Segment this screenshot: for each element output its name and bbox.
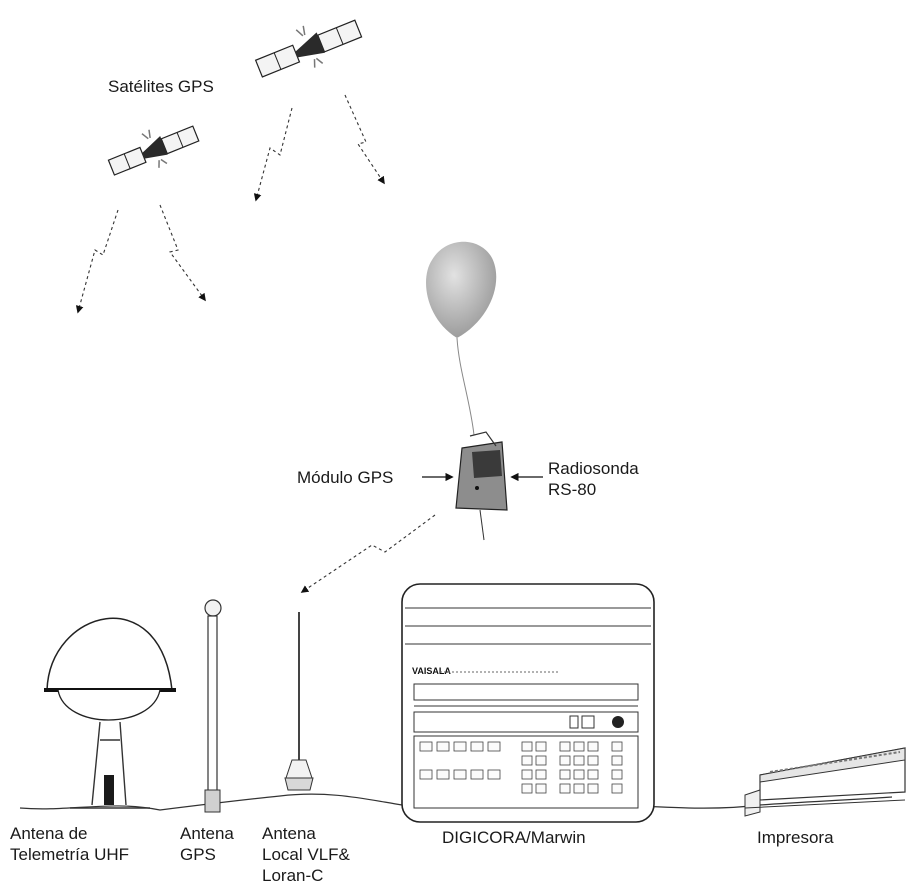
- whip-antenna-icon: [284, 612, 314, 791]
- label-uhf-antenna-2: Telemetría UHF: [10, 845, 130, 864]
- printer-icon: [744, 747, 906, 817]
- radiosonde-icon: [455, 431, 508, 541]
- label-satellites: Satélites GPS: [108, 77, 214, 96]
- label-uhf-antenna-1: Antena de: [10, 824, 88, 843]
- label-gps-module: Módulo GPS: [297, 468, 394, 487]
- label-radiosonde-1: Radiosonda: [548, 459, 639, 478]
- console-icon: VAISALA: [401, 583, 655, 823]
- label-printer: Impresora: [757, 828, 834, 847]
- satellite-signal-arrows: [75, 94, 385, 314]
- satellite-icon: [254, 19, 363, 78]
- label-local-antenna-1: Antena: [262, 824, 316, 843]
- label-radiosonde-2: RS-80: [548, 480, 597, 499]
- satellite-icon: [107, 125, 200, 176]
- console-brand-text: VAISALA: [412, 666, 451, 676]
- label-digicora: DIGICORA/Marwin: [442, 828, 586, 847]
- balloon-icon: [426, 241, 497, 436]
- label-gps-antenna-1: Antena: [180, 824, 234, 843]
- label-local-antenna-2: Local VLF&: [262, 845, 350, 864]
- label-local-antenna-3: Loran-C: [262, 866, 324, 885]
- mast-antenna-icon: [204, 599, 222, 813]
- dome-antenna-icon: [44, 617, 176, 809]
- downlink-signal-arrow: [300, 514, 436, 593]
- label-gps-antenna-2: GPS: [180, 845, 216, 864]
- console-keypad: [419, 741, 623, 794]
